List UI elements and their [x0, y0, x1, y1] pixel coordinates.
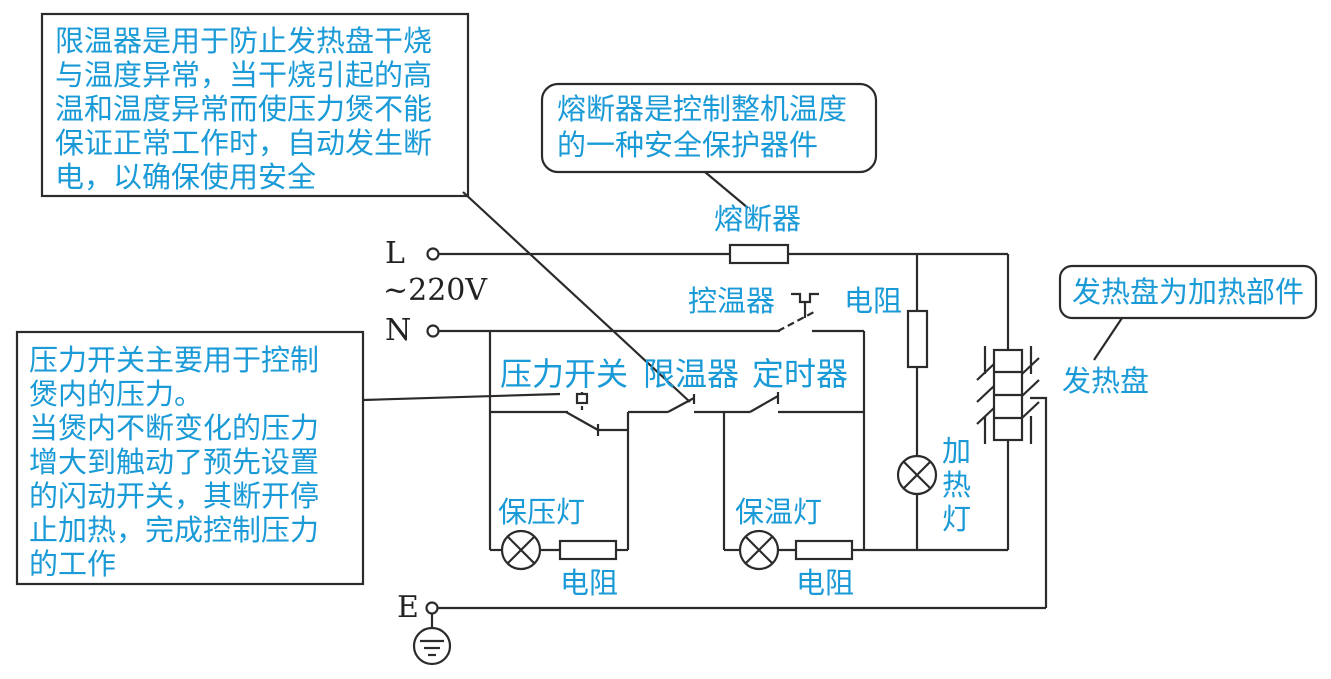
- pressure-callout-line-1: 压力开关主要用于控制: [29, 343, 319, 377]
- limiter-switch-icon: [667, 394, 696, 413]
- heating-lamp-icon: [896, 454, 938, 496]
- limiter-label: 限温器: [643, 355, 739, 393]
- fuse-leader-line: [704, 171, 749, 209]
- resistor-top-icon: [906, 309, 929, 369]
- terminal-e-icon: [425, 601, 439, 615]
- pressure-switch-callout-box: [15, 330, 365, 586]
- voltage-label: ~220V: [383, 273, 488, 308]
- pressure-callout-line-6: 止加热，完成控制压力: [29, 513, 319, 547]
- fuse-label: 熔断器: [714, 202, 801, 236]
- resistor-right-icon: [794, 539, 854, 561]
- warm-lamp-label: 保温灯: [735, 495, 822, 529]
- heating-plate-label: 发热盘: [1062, 364, 1149, 398]
- pressure-lamp-icon: [500, 529, 542, 571]
- heating-lamp-label-1: 加: [942, 434, 971, 468]
- resistor-left-icon: [558, 539, 618, 561]
- warm-lamp-icon: [738, 529, 780, 571]
- heating-lamp-label-3: 灯: [942, 502, 971, 536]
- fuse-icon: [728, 243, 790, 265]
- pressure-leader-line: [362, 392, 561, 402]
- terminal-l-icon: [426, 247, 440, 261]
- heater-callout-box: [1058, 264, 1318, 320]
- limiter-callout-line-4: 保证正常工作时，自动发生断: [55, 126, 432, 160]
- limiter-callout-box: [40, 12, 470, 198]
- limiter-leader-line: [462, 191, 691, 403]
- pressure-switch-label: 压力开关: [500, 355, 628, 393]
- pressure-switch-callout: 压力开关主要用于控制 煲内的压力。 当煲内不断变化的压力 增大到触动了预先设置 …: [15, 330, 365, 586]
- fuse-callout-line-1: 熔断器是控制整机温度: [557, 92, 847, 126]
- heater-leader-line: [1093, 317, 1123, 361]
- heater-callout: 发热盘为加热部件: [1058, 264, 1318, 320]
- heating-plate-icon: [976, 346, 1040, 444]
- pressure-callout-line-7: 的工作: [29, 547, 116, 581]
- ground-icon: [412, 614, 452, 666]
- terminal-l-label: L: [385, 236, 405, 271]
- resistor-left-label: 电阻: [560, 566, 618, 600]
- thermostat-switch-icon: [777, 292, 819, 332]
- heating-lamp-label-2: 热: [942, 468, 971, 502]
- terminal-e-label: E: [397, 590, 419, 625]
- timer-switch-icon: [749, 392, 780, 413]
- heater-callout-line-1: 发热盘为加热部件: [1072, 275, 1304, 309]
- limiter-callout-line-3: 温和温度异常而使压力煲不能: [55, 92, 432, 126]
- pressure-lamp-label: 保压灯: [498, 495, 585, 529]
- timer-label: 定时器: [752, 355, 848, 393]
- resistor-top-label: 电阻: [844, 284, 902, 318]
- fuse-callout-box: [540, 82, 878, 174]
- heater-ground-wire: [1030, 396, 1048, 608]
- pressure-callout-line-3: 当煲内不断变化的压力: [29, 411, 319, 445]
- fuse-callout-line-2: 的一种安全保护器件: [557, 128, 818, 162]
- terminal-n-label: N: [385, 313, 411, 348]
- limiter-callout-line-5: 电，以确保使用安全: [55, 160, 316, 194]
- pressure-callout-line-2: 煲内的压力。: [29, 377, 203, 411]
- limiter-callout-line-1: 限温器是用于防止发热盘干烧: [55, 24, 432, 58]
- limiter-callout-line-2: 与温度异常，当干烧引起的高: [55, 58, 432, 92]
- resistor-right-label: 电阻: [796, 566, 854, 600]
- pressure-callout-line-4: 增大到触动了预先设置: [29, 445, 319, 479]
- pressure-switch-icon: [565, 392, 600, 436]
- pressure-callout-line-5: 的闪动开关，其断开停: [29, 479, 319, 513]
- limiter-callout: 限温器是用于防止发热盘干烧 与温度异常，当干烧引起的高 温和温度异常而使压力煲不…: [40, 12, 470, 198]
- terminal-n-icon: [426, 324, 440, 338]
- fuse-callout: 熔断器是控制整机温度 的一种安全保护器件: [540, 82, 878, 174]
- thermostat-label: 控温器: [688, 284, 775, 318]
